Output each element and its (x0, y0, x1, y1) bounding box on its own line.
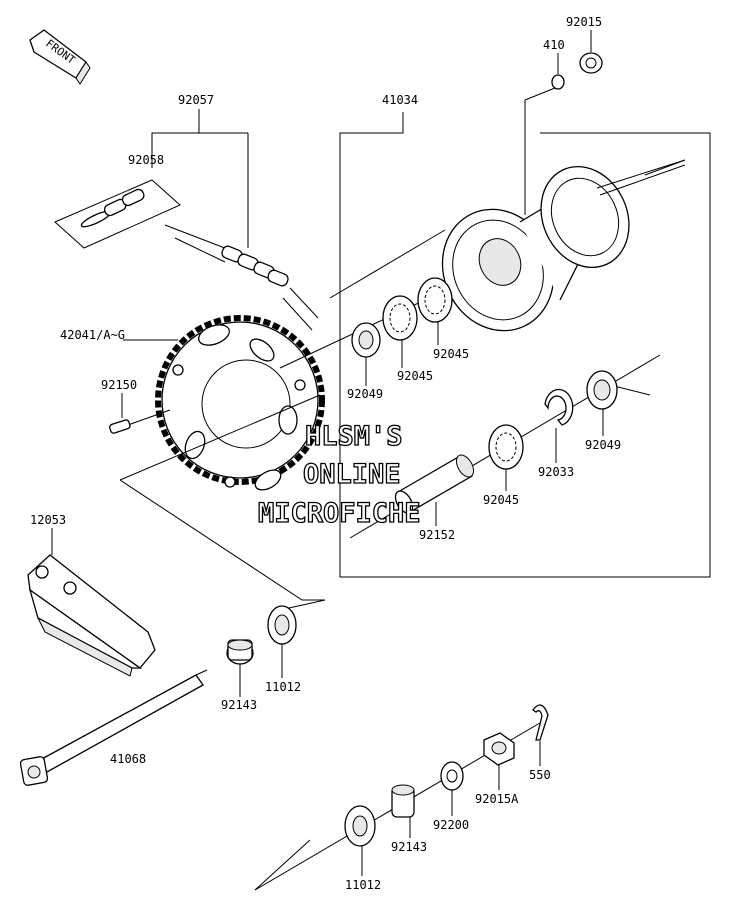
chain-guide (27, 554, 156, 677)
label-41034: 41034 (382, 93, 418, 107)
label-92015: 92015 (566, 15, 602, 29)
part-labels: 92015 410 41034 92057 92058 42041/A~G 92… (30, 15, 621, 892)
label-92015a: 92015A (475, 792, 519, 806)
watermark-line2: ONLINE (303, 459, 401, 490)
label-12053: 12053 (30, 513, 66, 527)
label-92049-a: 92049 (347, 387, 383, 401)
master-link-kit (54, 179, 181, 249)
watermark: HLSM'S ONLINE MICROFICHE (257, 420, 421, 529)
label-92058: 92058 (128, 153, 164, 167)
sprocket-bolt (109, 409, 171, 434)
front-arrow-icon: FRONT (29, 29, 91, 85)
label-41068: 41068 (110, 752, 146, 766)
label-92033: 92033 (538, 465, 574, 479)
hub-bearings (279, 277, 453, 369)
label-92057: 92057 (178, 93, 214, 107)
label-92045-a: 92045 (433, 347, 469, 361)
rear-axle (19, 669, 208, 786)
label-92143-b: 92143 (391, 840, 427, 854)
label-92045-b: 92045 (397, 369, 433, 383)
rear-hub (329, 159, 686, 332)
label-11012-b: 11012 (345, 878, 381, 892)
hub-nut-set (524, 52, 603, 215)
label-410: 410 (543, 38, 565, 52)
hub-lower-parts (119, 354, 661, 539)
label-92152: 92152 (419, 528, 455, 542)
label-92045-c: 92045 (483, 493, 519, 507)
watermark-line3: MICROFICHE (258, 498, 421, 529)
label-11012-a: 11012 (265, 680, 301, 694)
hub-assembly-frame (339, 112, 711, 578)
drive-chain (164, 224, 319, 331)
label-92049-b: 92049 (585, 438, 621, 452)
seal-upper (267, 605, 297, 645)
chain-bracket (151, 109, 249, 248)
axle-lower-stack (254, 704, 549, 891)
collar-upper (226, 639, 254, 665)
label-92143-a: 92143 (221, 698, 257, 712)
watermark-line1: HLSM'S (305, 421, 403, 452)
rear-sprocket (155, 315, 325, 491)
label-550: 550 (529, 768, 551, 782)
label-92150: 92150 (101, 378, 137, 392)
label-42041: 42041/A~G (60, 328, 125, 342)
label-92200: 92200 (433, 818, 469, 832)
leader-lines (51, 30, 604, 876)
